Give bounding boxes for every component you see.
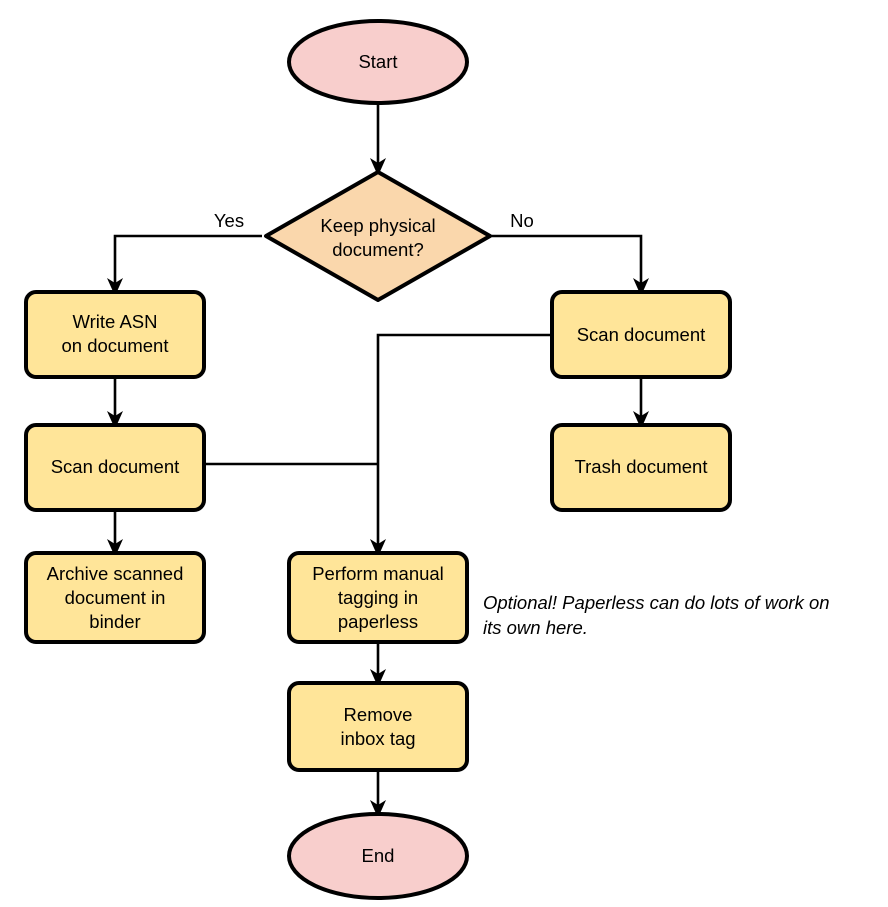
node-archive-label-line3: binder (89, 611, 140, 632)
node-tagging-label-line3: paperless (338, 611, 418, 632)
node-decision-label-line1: Keep physical (320, 215, 435, 236)
edge-tagging-to-removeinbox (370, 642, 386, 687)
node-scan-document-left-label: Scan document (51, 456, 180, 477)
node-decision-label-line2: document? (332, 239, 424, 260)
edge-label-yes: Yes (214, 210, 244, 231)
node-tagging-label-line2: tagging in (338, 587, 418, 608)
annotation-line2: its own here. (483, 617, 588, 638)
node-remove-inbox-label-line1: Remove (344, 704, 413, 725)
node-decision-keep-physical-document[interactable]: Keep physical document? (264, 170, 492, 302)
edge-start-to-decision (370, 103, 386, 176)
edge-removeinbox-to-end (370, 770, 386, 818)
edge-scanright-to-trash (633, 377, 649, 429)
edge-scanleft-to-archive (107, 510, 123, 557)
edge-label-no: No (510, 210, 534, 231)
node-end-label: End (362, 845, 395, 866)
annotation-line1: Optional! Paperless can do lots of work … (483, 592, 830, 613)
node-end[interactable]: End (287, 812, 469, 900)
node-write-asn-on-document[interactable]: Write ASN on document (24, 290, 206, 379)
node-scan-document-right[interactable]: Scan document (550, 290, 732, 379)
node-archive-scanned-document[interactable]: Archive scanned document in binder (24, 551, 206, 644)
node-tagging-label-line1: Perform manual (312, 563, 444, 584)
edge-scanright-to-tagging (370, 333, 552, 557)
node-remove-inbox-tag[interactable]: Remove inbox tag (287, 681, 469, 772)
node-write-asn-label-line1: Write ASN (73, 311, 158, 332)
annotation-note: Optional! Paperless can do lots of work … (483, 592, 830, 638)
edge-writeasn-to-scanleft (107, 377, 123, 429)
node-archive-label-line2: document in (65, 587, 166, 608)
node-perform-manual-tagging[interactable]: Perform manual tagging in paperless (287, 551, 469, 644)
node-archive-label-line1: Archive scanned (47, 563, 184, 584)
node-trash-document[interactable]: Trash document (550, 423, 732, 512)
edge-decision-yes (107, 234, 262, 296)
edge-decision-no (490, 234, 649, 296)
node-start[interactable]: Start (287, 19, 469, 105)
node-scan-document-left[interactable]: Scan document (24, 423, 206, 512)
node-trash-document-label: Trash document (575, 456, 708, 477)
node-remove-inbox-label-line2: inbox tag (340, 728, 415, 749)
node-write-asn-label-line2: on document (62, 335, 169, 356)
node-start-label: Start (358, 51, 397, 72)
node-scan-document-right-label: Scan document (577, 324, 706, 345)
